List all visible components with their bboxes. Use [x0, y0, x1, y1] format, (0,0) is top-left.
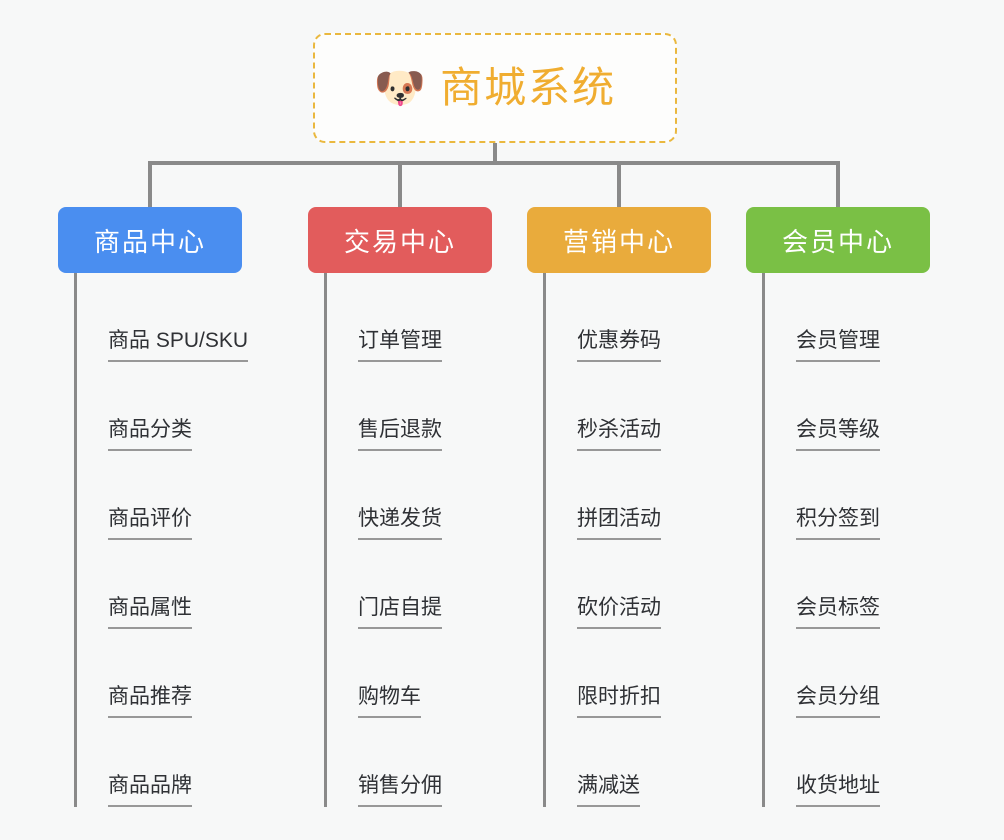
leaf-item[interactable]: 会员分组 [796, 629, 992, 718]
leaf-item[interactable]: 砍价活动 [577, 540, 773, 629]
category-label: 商品中心 [93, 226, 206, 257]
connector-drop-4 [836, 161, 840, 207]
leaf-item[interactable]: 限时折扣 [577, 629, 773, 718]
leaf-label: 售后退款 [358, 417, 442, 451]
branch-column-trade: 交易中心 订单管理 售后退款 快递发货 门店自提 购物车 销售分佣 [308, 207, 554, 807]
leaf-item[interactable]: 拼团活动 [577, 451, 773, 540]
leaf-item[interactable]: 商品推荐 [108, 629, 304, 718]
connector-root-stem [493, 143, 497, 165]
leaf-item[interactable]: 商品分类 [108, 362, 304, 451]
leaf-label: 满减送 [577, 773, 640, 807]
category-label: 交易中心 [343, 226, 456, 257]
branch-trunk-product: 商品 SPU/SKU 商品分类 商品评价 商品属性 商品推荐 商品品牌 [74, 273, 304, 807]
connector-drop-2 [398, 161, 402, 207]
leaf-item[interactable]: 会员标签 [796, 540, 992, 629]
leaf-item[interactable]: 积分签到 [796, 451, 992, 540]
leaf-item[interactable]: 购物车 [358, 629, 554, 718]
leaf-label: 砍价活动 [577, 595, 661, 629]
category-label: 营销中心 [562, 226, 675, 257]
leaf-label: 秒杀活动 [577, 417, 661, 451]
leaf-label: 收货地址 [796, 773, 880, 807]
leaf-item[interactable]: 门店自提 [358, 540, 554, 629]
category-header-member[interactable]: 会员中心 [746, 207, 930, 273]
leaf-label: 会员管理 [796, 328, 880, 362]
leaf-label: 会员等级 [796, 417, 880, 451]
leaf-label: 积分签到 [796, 506, 880, 540]
leaf-item[interactable]: 商品评价 [108, 451, 304, 540]
leaf-item[interactable]: 会员管理 [796, 273, 992, 362]
leaf-label: 快递发货 [358, 506, 442, 540]
root-title: 商城系统 [440, 64, 617, 111]
leaf-item[interactable]: 秒杀活动 [577, 362, 773, 451]
leaf-label: 商品属性 [108, 595, 192, 629]
leaf-item[interactable]: 快递发货 [358, 451, 554, 540]
leaf-item[interactable]: 商品 SPU/SKU [108, 273, 304, 362]
category-header-product[interactable]: 商品中心 [58, 207, 242, 273]
category-header-trade[interactable]: 交易中心 [308, 207, 492, 273]
branch-column-marketing: 营销中心 优惠券码 秒杀活动 拼团活动 砍价活动 限时折扣 满减送 [527, 207, 773, 807]
leaf-item[interactable]: 优惠券码 [577, 273, 773, 362]
leaf-item[interactable]: 售后退款 [358, 362, 554, 451]
branch-trunk-marketing: 优惠券码 秒杀活动 拼团活动 砍价活动 限时折扣 满减送 [543, 273, 773, 807]
leaf-item[interactable]: 销售分佣 [358, 718, 554, 807]
leaf-label: 会员标签 [796, 595, 880, 629]
branch-trunk-member: 会员管理 会员等级 积分签到 会员标签 会员分组 收货地址 [762, 273, 992, 807]
leaf-label: 优惠券码 [577, 328, 661, 362]
connector-horizontal-bus [148, 161, 840, 165]
leaf-label: 限时折扣 [577, 684, 661, 718]
branch-column-member: 会员中心 会员管理 会员等级 积分签到 会员标签 会员分组 收货地址 [746, 207, 992, 807]
leaf-item[interactable]: 会员等级 [796, 362, 992, 451]
branch-trunk-trade: 订单管理 售后退款 快递发货 门店自提 购物车 销售分佣 [324, 273, 554, 807]
branch-column-product: 商品中心 商品 SPU/SKU 商品分类 商品评价 商品属性 商品推荐 商品品牌 [58, 207, 304, 807]
leaf-item[interactable]: 商品属性 [108, 540, 304, 629]
category-label: 会员中心 [781, 226, 894, 257]
connector-drop-3 [617, 161, 621, 207]
leaf-label: 门店自提 [358, 595, 442, 629]
leaf-label: 商品品牌 [108, 773, 192, 807]
leaf-item[interactable]: 商品品牌 [108, 718, 304, 807]
leaf-item[interactable]: 订单管理 [358, 273, 554, 362]
leaf-label: 订单管理 [358, 328, 442, 362]
leaf-item[interactable]: 收货地址 [796, 718, 992, 807]
shiba-dog-icon: 🐶 [373, 64, 427, 111]
leaf-label: 商品评价 [108, 506, 192, 540]
leaf-label: 商品推荐 [108, 684, 192, 718]
leaf-label: 销售分佣 [358, 773, 442, 807]
category-header-marketing[interactable]: 营销中心 [527, 207, 711, 273]
leaf-label: 购物车 [358, 684, 421, 718]
connector-drop-1 [148, 161, 152, 207]
leaf-label: 商品分类 [108, 417, 192, 451]
leaf-label: 会员分组 [796, 684, 880, 718]
leaf-label: 商品 SPU/SKU [108, 328, 249, 362]
root-node[interactable]: 🐶 商城系统 [313, 33, 677, 143]
leaf-label: 拼团活动 [577, 506, 661, 540]
leaf-item[interactable]: 满减送 [577, 718, 773, 807]
